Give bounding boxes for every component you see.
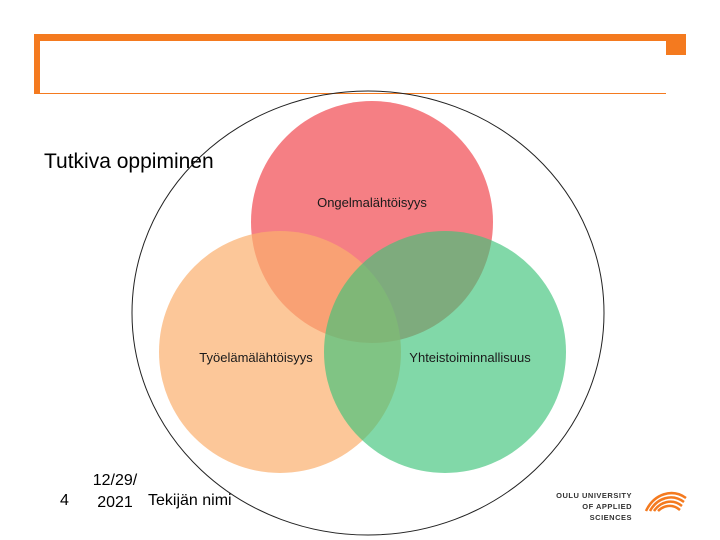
header-inner xyxy=(40,41,666,93)
venn-circle-cooperation xyxy=(324,231,566,473)
brand-logo-text: oamk.fi xyxy=(558,50,650,78)
slide-number: 4 xyxy=(60,492,69,509)
header-notch xyxy=(666,55,686,94)
venn-label-cooperation: Yhteistoiminnallisuus xyxy=(409,350,531,365)
institution-name: OULU UNIVERSITY OF APPLIED SCIENCES xyxy=(556,491,632,522)
author-name: Tekijän nimi xyxy=(148,492,232,509)
venn-label-worklife: Työelämälähtöisyys xyxy=(199,350,313,365)
venn-label-problem: Ongelmalähtöisyys xyxy=(317,195,427,210)
oamk-wave-logo-icon xyxy=(644,491,687,512)
slide-date: 12/29/2021 xyxy=(92,472,138,511)
slide-title: Tutkiva oppiminen xyxy=(44,150,214,173)
outer-ellipse xyxy=(131,90,605,536)
